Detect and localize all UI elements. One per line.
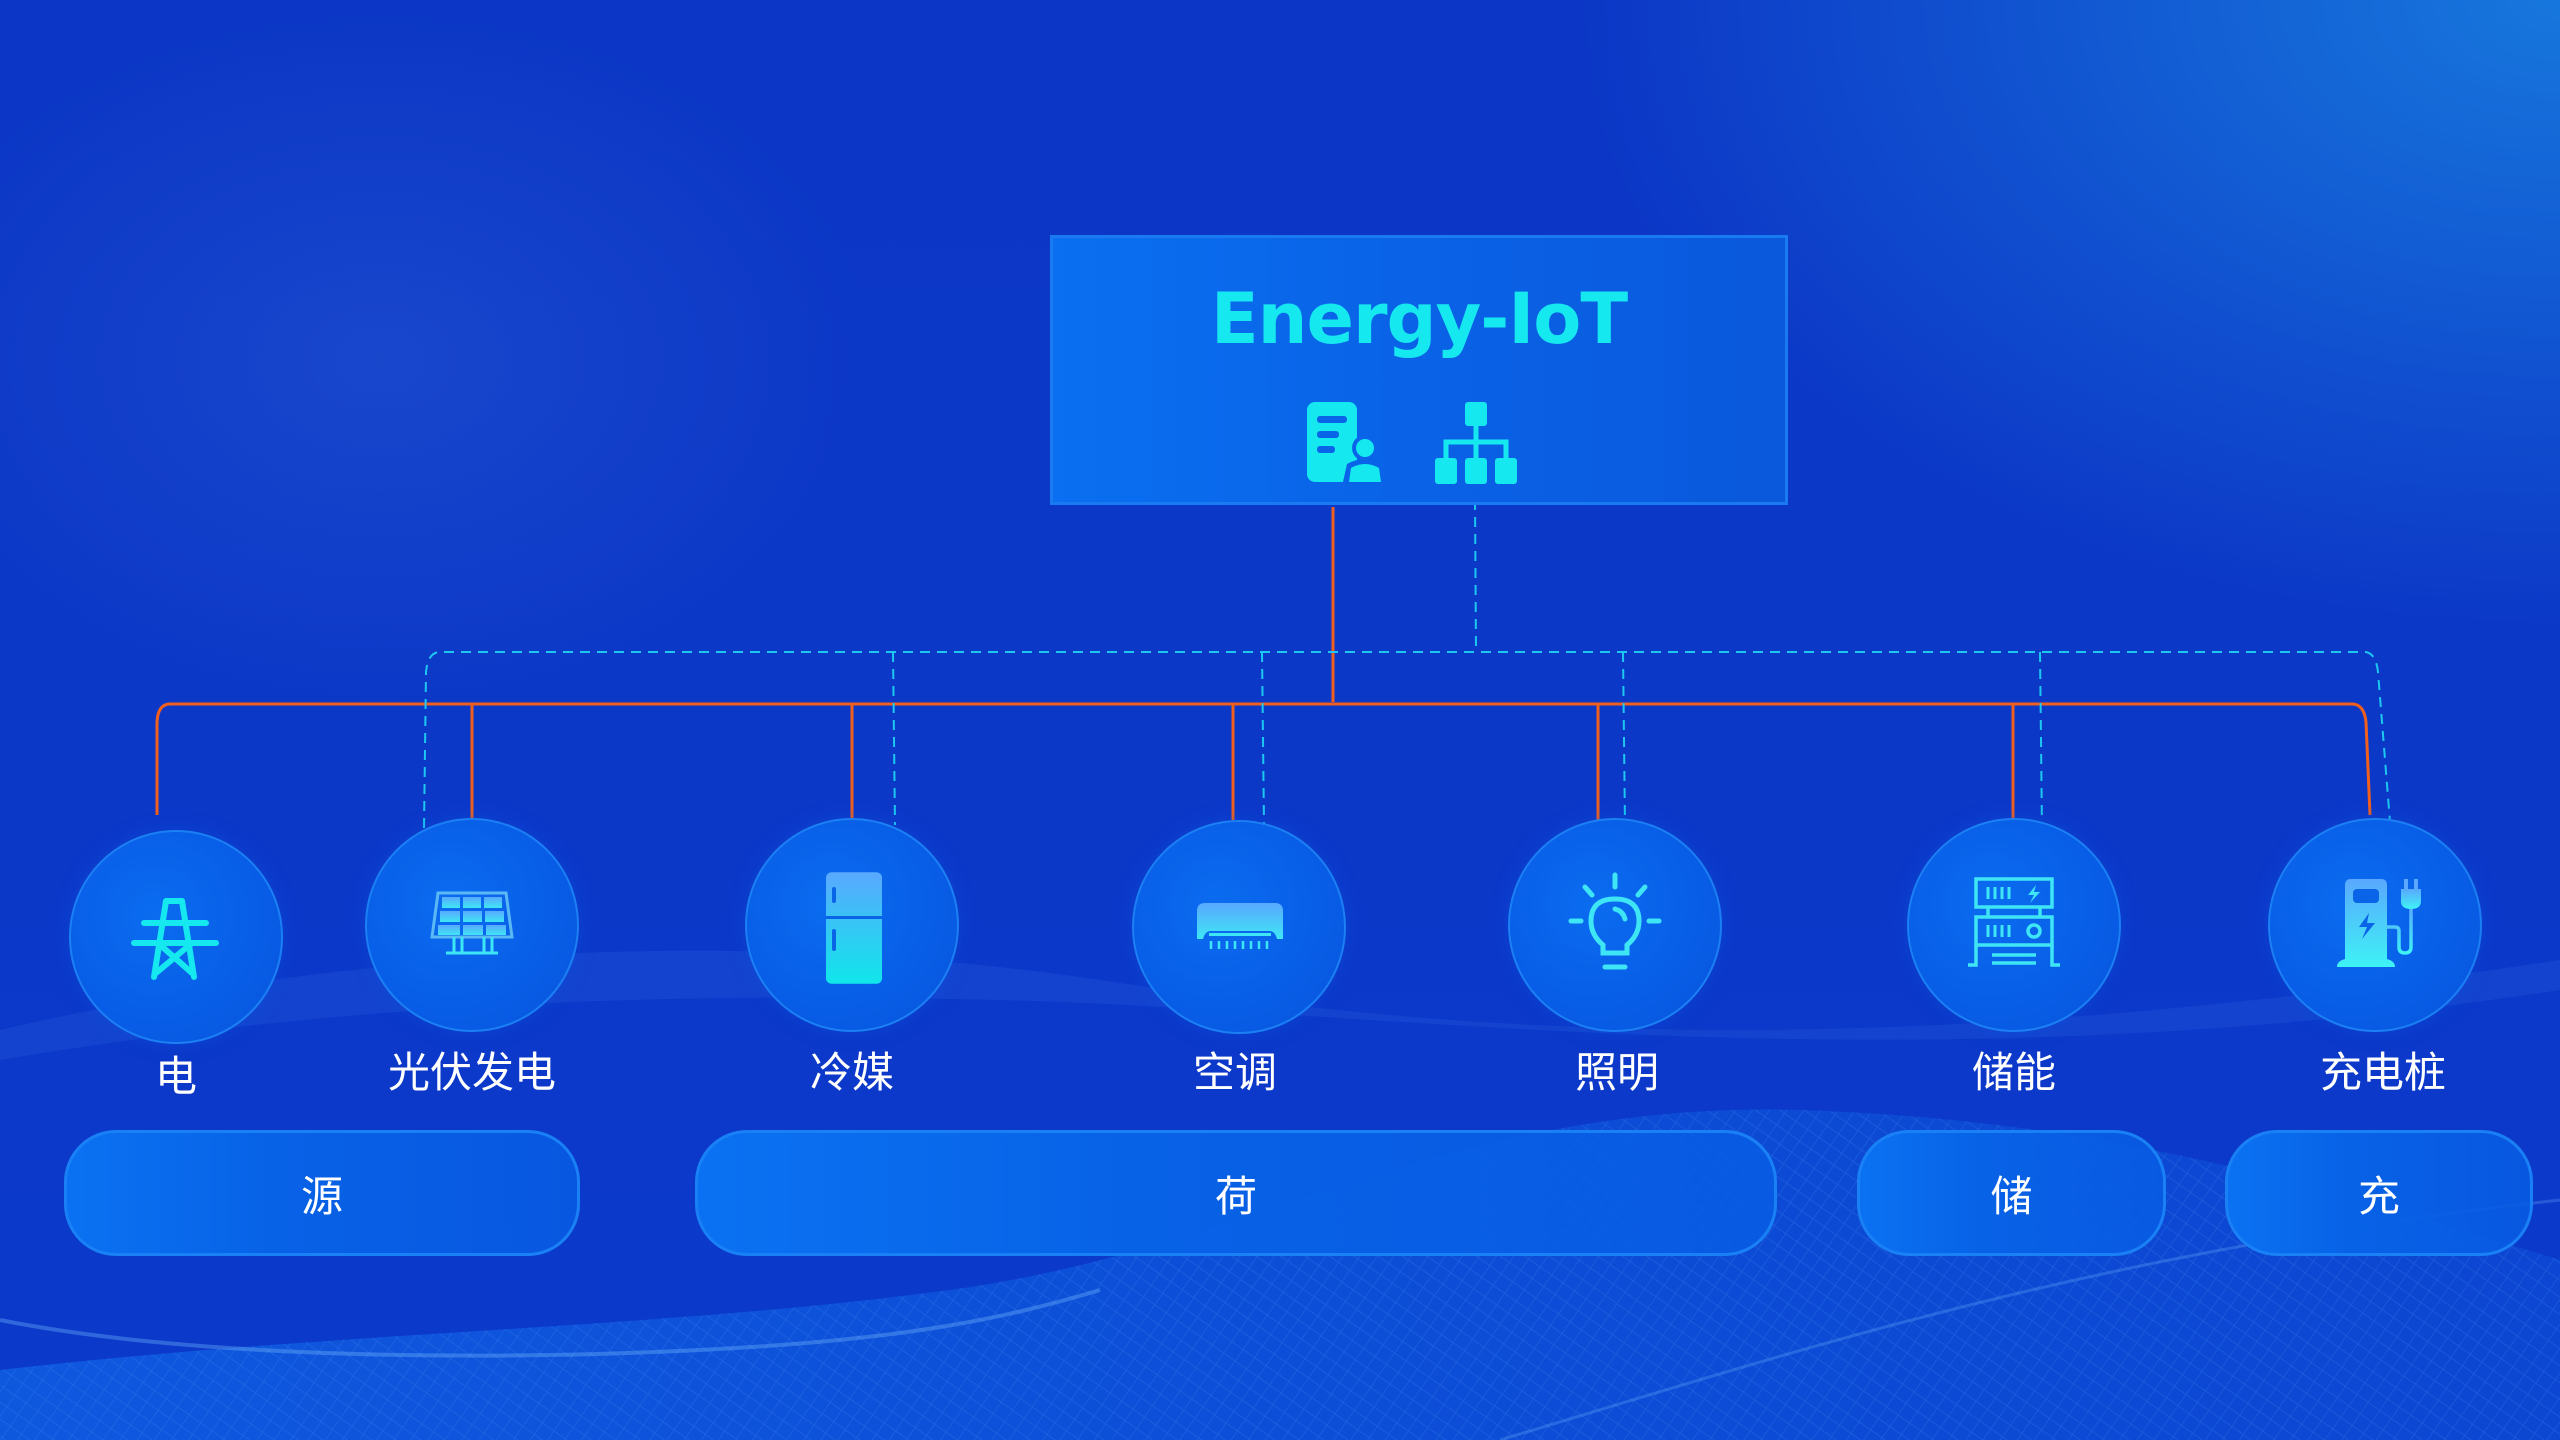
category-storage[interactable]: 储 <box>1857 1130 2166 1256</box>
energy-iot-hub: Energy-IoT <box>1050 235 1788 505</box>
node-label-solar: 光伏发电 <box>387 1048 556 1097</box>
node-solar-pv[interactable] <box>365 818 579 1032</box>
node-label-energy-storage: 储能 <box>1971 1048 2056 1097</box>
node-label-lighting: 照明 <box>1574 1048 1659 1097</box>
node-refrigerant[interactable] <box>745 818 959 1032</box>
hub-title: Energy-IoT <box>1210 278 1628 360</box>
node-label-refrigerant: 冷媒 <box>809 1048 894 1097</box>
node-lighting[interactable] <box>1508 818 1722 1032</box>
solid-connectors <box>155 507 2372 820</box>
node-air-conditioning[interactable] <box>1132 820 1346 1034</box>
dashed-connectors <box>423 499 2391 831</box>
hierarchy-network-icon <box>1431 398 1521 488</box>
power-tower-icon <box>131 898 219 980</box>
light-bulb-icon <box>1568 872 1662 970</box>
charging-pile-icon <box>2337 879 2421 967</box>
server-user-icon <box>1303 398 1393 488</box>
refrigerator-icon <box>826 872 882 984</box>
category-source[interactable]: 源 <box>64 1130 580 1256</box>
node-label-power: 电 <box>154 1052 197 1101</box>
node-power-grid[interactable] <box>69 830 283 1044</box>
air-conditioner-icon <box>1197 903 1283 949</box>
node-label-charging-pile: 充电桩 <box>2319 1048 2446 1097</box>
category-charging[interactable]: 充 <box>2225 1130 2533 1256</box>
solar-panel-icon <box>430 891 514 955</box>
node-label-air-conditioning: 空调 <box>1192 1048 1277 1097</box>
category-load[interactable]: 荷 <box>695 1130 1777 1256</box>
energy-storage-icon <box>1968 877 2060 967</box>
node-energy-storage[interactable] <box>1907 818 2121 1032</box>
node-charging-pile[interactable] <box>2268 818 2482 1032</box>
